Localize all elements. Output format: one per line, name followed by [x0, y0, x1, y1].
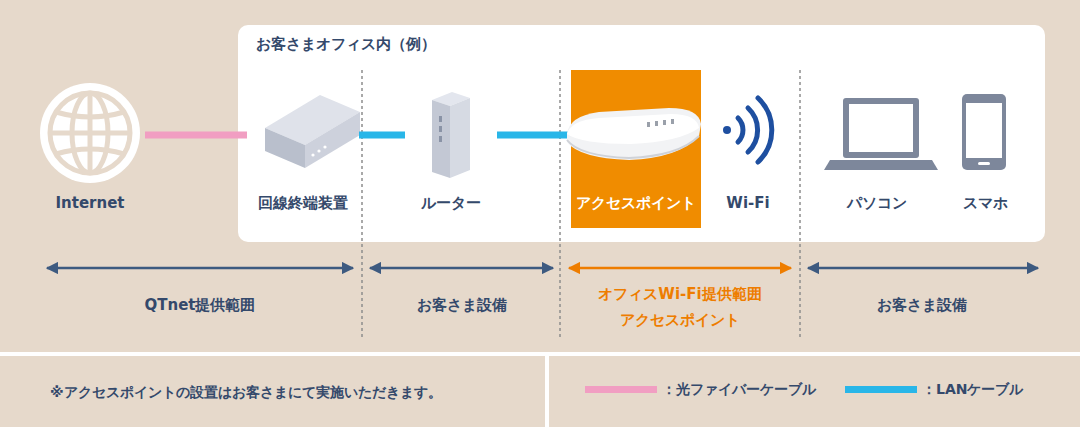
legend-swatch: [585, 386, 657, 393]
cable-line: [359, 132, 405, 139]
boundary-lines: [362, 70, 800, 338]
office-panel: お客さまオフィス内（例） 回線終端装置 ルーター アクセスポイント Wi-Fi パソコン…: [238, 25, 1045, 242]
cable-line: [497, 132, 571, 139]
laptop-node: パソコン: [822, 90, 932, 223]
range-label: お客さま設備: [822, 292, 1022, 318]
wifi-node: Wi-Fi: [712, 90, 784, 223]
legend-text: ：LANケーブル: [922, 381, 1023, 399]
globe-icon: [40, 83, 140, 183]
range-label: QTnet提供範囲: [100, 292, 300, 318]
node-label: Wi-Fi: [726, 194, 769, 212]
node-label: 回線終端装置: [258, 194, 348, 212]
terminal-device-node: 回線終端装置: [247, 90, 359, 223]
internet-node: Internet: [35, 90, 145, 223]
router-node: ルーター: [405, 90, 497, 223]
legend-swatch: [845, 386, 917, 393]
panel-title: お客さまオフィス内（例）: [256, 35, 436, 53]
wifi-icon: [723, 98, 772, 162]
range-label: お客さま設備: [377, 292, 547, 318]
bottom-bar-divider: [0, 352, 1080, 356]
smartphone-node: スマホ: [944, 90, 1026, 223]
note-text: ※アクセスポイントの設置はお客さまにて実施いただきます。: [50, 380, 530, 405]
node-label: スマホ: [963, 194, 1008, 212]
bottom-bar-separator: [545, 356, 549, 427]
cable-line: [145, 132, 247, 139]
node-label: ルーター: [421, 194, 481, 212]
smartphone-icon: [962, 94, 1006, 170]
access-point-node: アクセスポイント: [571, 70, 701, 228]
node-label: パソコン: [847, 194, 907, 212]
router-icon: [432, 92, 470, 178]
range-label: オフィスWi-Fi提供範囲 アクセスポイント: [590, 281, 770, 334]
legend-text: ：光ファイバーケーブル: [662, 381, 816, 399]
laptop-icon: [824, 98, 938, 170]
range-arrows: [47, 267, 1038, 270]
node-label: Internet: [55, 194, 124, 212]
terminal-device-icon: [265, 95, 360, 168]
node-label: アクセスポイント: [576, 194, 696, 212]
access-point-icon: [559, 94, 709, 164]
